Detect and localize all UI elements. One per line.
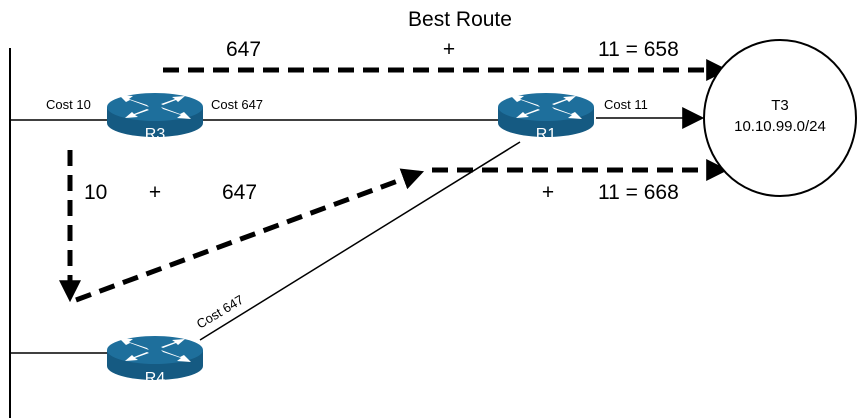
bottom-route-plus-2: +	[542, 181, 554, 204]
router-r3-label: R3	[145, 126, 166, 143]
r1-t3-cost-label: Cost 11	[604, 97, 648, 112]
top-route-total: 11 = 658	[598, 38, 679, 61]
router-r4-label: R4	[145, 370, 166, 387]
r3-lan-cost-label: Cost 10	[46, 97, 91, 112]
r3-r1-cost-label: Cost 647	[211, 97, 263, 112]
destination-subnet: 10.10.99.0/24	[734, 118, 826, 135]
top-route-plus: +	[443, 38, 455, 61]
bottom-route-second-cost: 647	[222, 181, 257, 204]
diagram-title: Best Route	[408, 8, 512, 31]
destination-t3	[703, 39, 857, 197]
destination-name: T3	[771, 97, 789, 114]
router-r3[interactable]: R3	[107, 93, 203, 143]
bottom-route-total: 11 = 668	[598, 181, 679, 204]
router-r1-label: R1	[536, 126, 557, 143]
top-route-first-cost: 647	[226, 38, 261, 61]
router-r4[interactable]: R4	[107, 336, 203, 387]
r4-r1-link	[199, 141, 521, 341]
router-r1[interactable]: R1	[498, 93, 594, 143]
bottom-route-first-cost: 10	[84, 181, 107, 204]
r4-r1-cost-label: Cost 647	[194, 292, 246, 332]
bottom-route-plus-1: +	[149, 181, 161, 204]
alt-route-diagonal-arrow	[75, 168, 425, 303]
